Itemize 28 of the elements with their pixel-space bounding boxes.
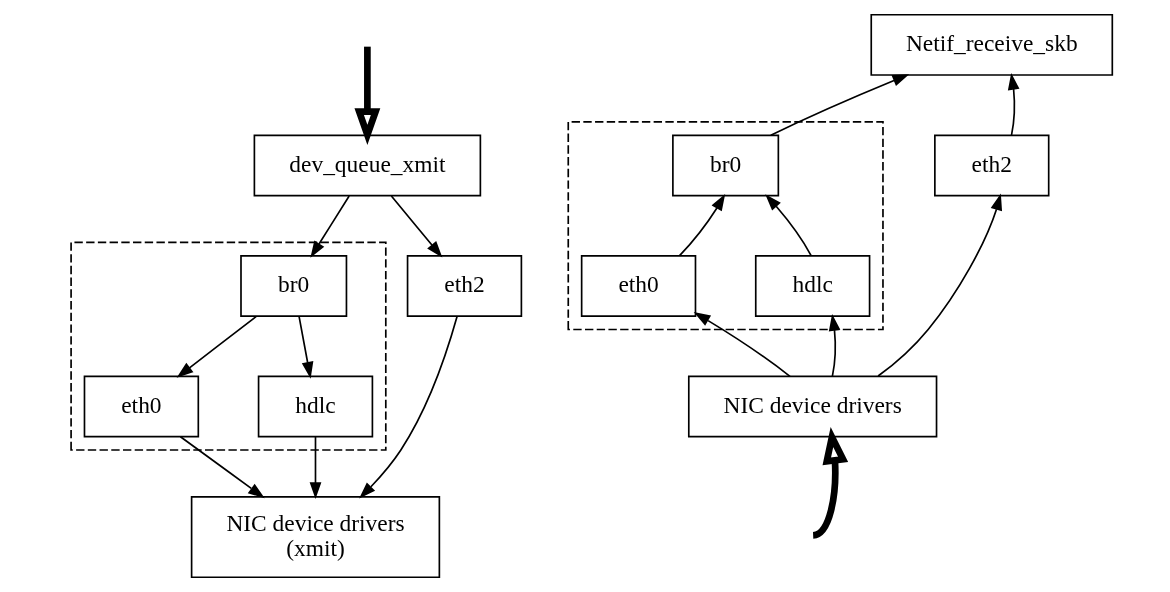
arrow [1007, 73, 1020, 136]
arrow [359, 315, 458, 499]
node-box: eth2 [934, 134, 1050, 197]
arrow [354, 46, 381, 146]
arrow [769, 74, 910, 136]
node-box: NIC device drivers [687, 375, 938, 438]
node-box: dev_queue_xmit [253, 134, 482, 197]
node-box: hdlc [257, 375, 374, 438]
node-box: br0 [240, 255, 348, 317]
node-box: Netif_receive_skb [870, 13, 1114, 76]
arrow [693, 312, 791, 378]
arrow [390, 195, 443, 258]
arrow [678, 193, 726, 257]
arrow [310, 195, 350, 258]
arrow [309, 436, 322, 499]
node-box: eth0 [83, 375, 200, 438]
arrow [812, 426, 849, 539]
arrow [298, 315, 314, 379]
arrow [765, 194, 812, 257]
arrow [176, 315, 257, 378]
node-box: eth0 [580, 255, 697, 317]
node-box: br0 [672, 134, 780, 197]
arrow [877, 193, 1003, 377]
node-box: eth2 [406, 255, 523, 317]
arrow [828, 314, 841, 377]
arrow [179, 435, 265, 499]
node-box: NIC device drivers (xmit) [190, 496, 441, 579]
node-box: hdlc [754, 255, 871, 317]
